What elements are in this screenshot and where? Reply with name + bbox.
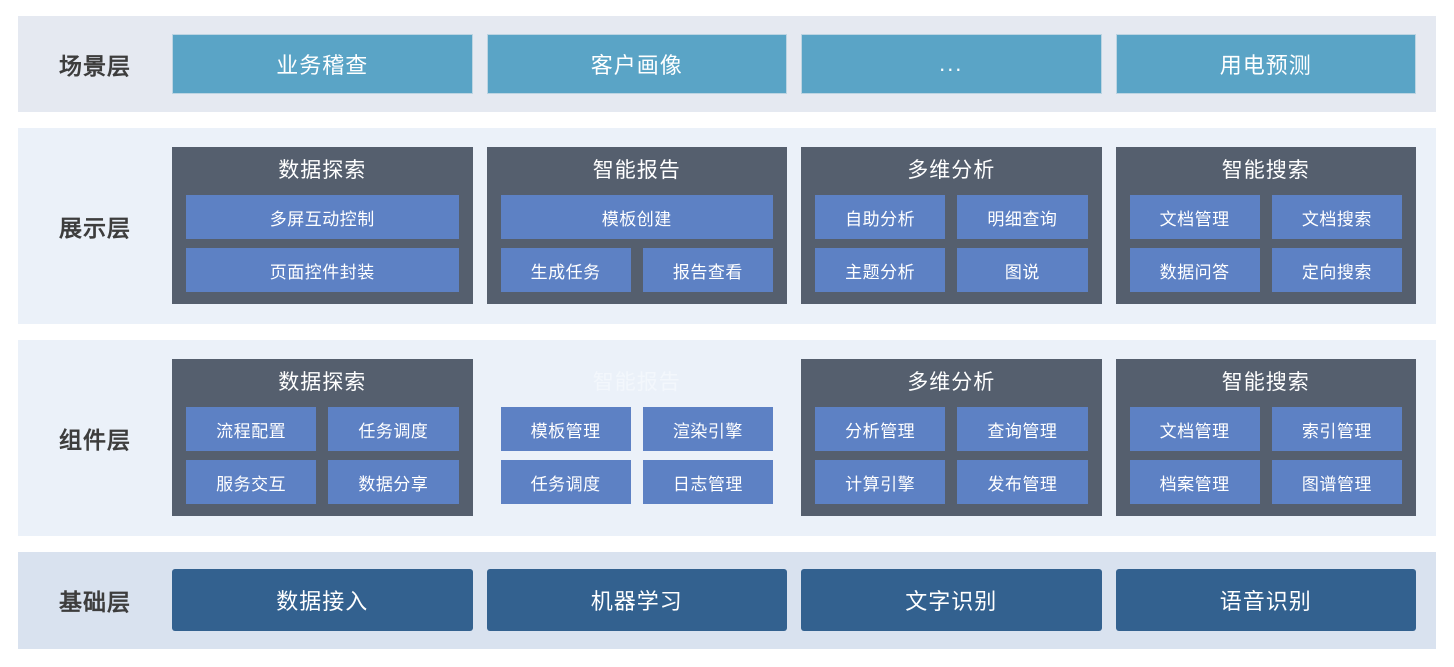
foundation-tile-machine-learning[interactable]: 机器学习 bbox=[486, 569, 787, 632]
component-card-intelligent-search[interactable]: 智能搜索 文档管理 索引管理 档案管理 图谱管理 bbox=[1115, 359, 1416, 517]
subtile-document-search[interactable]: 文档搜索 bbox=[1271, 195, 1402, 240]
subtile-template-management[interactable]: 模板管理 bbox=[500, 407, 631, 452]
card-subtiles: 分析管理 查询管理 计算引擎 发布管理 bbox=[815, 407, 1088, 505]
card-subtile-row: 分析管理 查询管理 bbox=[815, 407, 1088, 452]
subtile-index-management[interactable]: 索引管理 bbox=[1271, 407, 1402, 452]
card-subtile-row: 服务交互 数据分享 bbox=[186, 460, 459, 505]
card-subtile-row: 计算引擎 发布管理 bbox=[815, 460, 1088, 505]
subtile-computing-engine[interactable]: 计算引擎 bbox=[815, 460, 946, 505]
subtile-document-management[interactable]: 文档管理 bbox=[1129, 407, 1260, 452]
subtile-archive-management[interactable]: 档案管理 bbox=[1129, 460, 1260, 505]
card-subtiles: 文档管理 索引管理 档案管理 图谱管理 bbox=[1129, 407, 1402, 505]
card-subtile-row: 模板创建 bbox=[500, 195, 773, 240]
foundation-tile-ocr[interactable]: 文字识别 bbox=[801, 569, 1102, 632]
subtile-process-configuration[interactable]: 流程配置 bbox=[186, 407, 317, 452]
card-subtile-row: 生成任务 报告查看 bbox=[500, 248, 773, 293]
card-subtiles: 自助分析 明细查询 主题分析 图说 bbox=[815, 195, 1088, 293]
card-title: 智能搜索 bbox=[1221, 371, 1310, 395]
subtile-topic-analysis[interactable]: 主题分析 bbox=[815, 248, 946, 293]
card-subtiles: 模板创建 生成任务 报告查看 bbox=[500, 195, 773, 293]
scenario-tile-business-audit[interactable]: 业务稽查 bbox=[172, 33, 473, 94]
card-title: 数据探索 bbox=[278, 159, 367, 183]
subtile-task-scheduling[interactable]: 任务调度 bbox=[328, 407, 459, 452]
presentation-card-data-exploration[interactable]: 数据探索 多屏互动控制 页面控件封装 bbox=[172, 147, 473, 305]
card-title: 智能报告 bbox=[592, 159, 681, 183]
layer-band-component: 组件层 数据探索 流程配置 任务调度 服务交互 数据分享 智能报告 bbox=[18, 339, 1436, 536]
layer-tiles-scenario: 业务稽查 客户画像 ... 用电预测 bbox=[172, 33, 1436, 94]
layer-label-component: 组件层 bbox=[59, 426, 131, 453]
subtile-task-scheduling[interactable]: 任务调度 bbox=[500, 460, 631, 505]
card-subtile-row: 文档管理 索引管理 bbox=[1129, 407, 1402, 452]
card-subtile-row: 数据问答 定向搜索 bbox=[1129, 248, 1402, 293]
scenario-tile-more[interactable]: ... bbox=[801, 33, 1102, 94]
card-subtile-row: 任务调度 日志管理 bbox=[500, 460, 773, 505]
subtile-detail-query[interactable]: 明细查询 bbox=[957, 195, 1088, 240]
card-title: 多维分析 bbox=[907, 159, 996, 183]
layer-label-scenario: 场景层 bbox=[59, 52, 131, 79]
card-title: 多维分析 bbox=[907, 371, 996, 395]
presentation-card-intelligent-report[interactable]: 智能报告 模板创建 生成任务 报告查看 bbox=[486, 147, 787, 305]
layer-band-foundation: 基础层 数据接入 机器学习 文字识别 语音识别 bbox=[18, 551, 1436, 650]
layer-band-presentation: 展示层 数据探索 多屏互动控制 页面控件封装 智能报告 模板创建 bbox=[18, 127, 1436, 324]
subtile-publish-management[interactable]: 发布管理 bbox=[957, 460, 1088, 505]
card-title: 数据探索 bbox=[278, 371, 367, 395]
card-subtiles: 文档管理 文档搜索 数据问答 定向搜索 bbox=[1129, 195, 1402, 293]
foundation-tile-data-ingestion[interactable]: 数据接入 bbox=[172, 569, 473, 632]
subtile-knowledge-graph-management[interactable]: 图谱管理 bbox=[1271, 460, 1402, 505]
subtile-rendering-engine[interactable]: 渲染引擎 bbox=[642, 407, 773, 452]
scenario-tile-customer-profile[interactable]: 客户画像 bbox=[486, 33, 787, 94]
subtile-page-widget-encapsulation[interactable]: 页面控件封装 bbox=[186, 248, 459, 293]
layer-cards-presentation: 数据探索 多屏互动控制 页面控件封装 智能报告 模板创建 bbox=[172, 147, 1436, 305]
card-title: 智能报告 bbox=[592, 371, 681, 395]
layer-label-presentation: 展示层 bbox=[59, 214, 131, 241]
presentation-card-intelligent-search[interactable]: 智能搜索 文档管理 文档搜索 数据问答 定向搜索 bbox=[1115, 147, 1416, 305]
component-card-multidimensional-analysis[interactable]: 多维分析 分析管理 查询管理 计算引擎 发布管理 bbox=[801, 359, 1102, 517]
card-subtile-row: 页面控件封装 bbox=[186, 248, 459, 293]
card-subtile-row: 模板管理 渲染引擎 bbox=[500, 407, 773, 452]
subtile-service-interaction[interactable]: 服务交互 bbox=[186, 460, 317, 505]
subtile-analysis-management[interactable]: 分析管理 bbox=[815, 407, 946, 452]
card-subtile-row: 多屏互动控制 bbox=[186, 195, 459, 240]
subtile-data-qa[interactable]: 数据问答 bbox=[1129, 248, 1260, 293]
subtile-data-sharing[interactable]: 数据分享 bbox=[328, 460, 459, 505]
presentation-card-multidimensional-analysis[interactable]: 多维分析 自助分析 明细查询 主题分析 图说 bbox=[801, 147, 1102, 305]
component-card-intelligent-report[interactable]: 智能报告 模板管理 渲染引擎 任务调度 日志管理 bbox=[487, 359, 788, 516]
layer-tiles-foundation: 数据接入 机器学习 文字识别 语音识别 bbox=[172, 569, 1436, 632]
card-title: 智能搜索 bbox=[1221, 159, 1310, 183]
card-subtile-row: 主题分析 图说 bbox=[815, 248, 1088, 293]
subtile-generate-task[interactable]: 生成任务 bbox=[500, 248, 631, 293]
subtile-query-management[interactable]: 查询管理 bbox=[957, 407, 1088, 452]
scenario-tile-power-forecast[interactable]: 用电预测 bbox=[1115, 33, 1416, 94]
layer-band-scenario: 场景层 业务稽查 客户画像 ... 用电预测 bbox=[18, 16, 1436, 112]
foundation-tile-speech-recognition[interactable]: 语音识别 bbox=[1115, 569, 1416, 632]
layer-cards-component: 数据探索 流程配置 任务调度 服务交互 数据分享 智能报告 模板管理 bbox=[172, 359, 1436, 517]
card-subtile-row: 文档管理 文档搜索 bbox=[1129, 195, 1402, 240]
subtile-multiscreen-interaction-control[interactable]: 多屏互动控制 bbox=[186, 195, 459, 240]
subtile-report-view[interactable]: 报告查看 bbox=[642, 248, 773, 293]
component-card-data-exploration[interactable]: 数据探索 流程配置 任务调度 服务交互 数据分享 bbox=[172, 359, 473, 517]
subtile-template-creation[interactable]: 模板创建 bbox=[500, 195, 773, 240]
layer-label-foundation: 基础层 bbox=[59, 589, 131, 616]
card-subtiles: 流程配置 任务调度 服务交互 数据分享 bbox=[186, 407, 459, 505]
subtile-chart-narrative[interactable]: 图说 bbox=[957, 248, 1088, 293]
subtile-self-service-analysis[interactable]: 自助分析 bbox=[815, 195, 946, 240]
subtile-log-management[interactable]: 日志管理 bbox=[642, 460, 773, 505]
card-subtile-row: 档案管理 图谱管理 bbox=[1129, 460, 1402, 505]
card-subtiles: 多屏互动控制 页面控件封装 bbox=[186, 195, 459, 293]
card-subtile-row: 自助分析 明细查询 bbox=[815, 195, 1088, 240]
card-subtiles: 模板管理 渲染引擎 任务调度 日志管理 bbox=[500, 407, 773, 505]
subtile-targeted-search[interactable]: 定向搜索 bbox=[1271, 248, 1402, 293]
subtile-document-management[interactable]: 文档管理 bbox=[1129, 195, 1260, 240]
card-subtile-row: 流程配置 任务调度 bbox=[186, 407, 459, 452]
